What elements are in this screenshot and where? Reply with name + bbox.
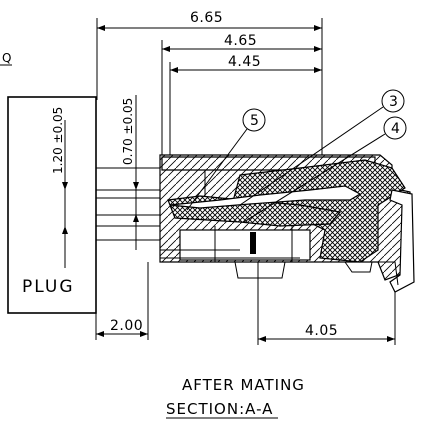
dim-contact-width-text: 4.45	[228, 54, 261, 70]
plug-outline	[7, 96, 97, 314]
callout-3-text: 3	[389, 94, 398, 110]
plug-label: PLUG	[22, 277, 75, 297]
callout-4-text: 4	[391, 121, 400, 137]
caption-line-2: SECTION:A-A	[166, 400, 273, 418]
dim-plug-offset-text: 2.00	[110, 318, 143, 334]
dim-bottom-length: 4.05	[257, 262, 396, 345]
connector-body	[159, 154, 415, 293]
dim-gap-height: 0.70 ±0.05	[121, 95, 139, 250]
callout-5: 5	[186, 108, 266, 211]
dim-overall-width: 6.65	[96, 10, 323, 160]
dim-contact-width: 4.45	[169, 54, 322, 155]
callout-4: 4	[243, 116, 407, 223]
dim-plug-offset: 2.00	[95, 262, 149, 340]
dim-inner-width: 4.65	[161, 33, 322, 155]
dim-inner-width-text: 4.65	[224, 33, 257, 49]
callout-5-text: 5	[250, 113, 259, 129]
caption-line-1: AFTER MATING	[182, 376, 305, 394]
edge-mark-label: Q	[2, 51, 11, 65]
dim-overall-width-text: 6.65	[190, 10, 223, 26]
dim-bottom-length-text: 4.05	[305, 323, 338, 339]
dim-gap-height-text: 0.70 ±0.05	[121, 98, 135, 165]
callout-3: 3	[239, 89, 405, 206]
dim-plug-height: 1.20 ±0.05	[51, 107, 68, 268]
dim-plug-height-text: 1.20 ±0.05	[51, 107, 65, 174]
